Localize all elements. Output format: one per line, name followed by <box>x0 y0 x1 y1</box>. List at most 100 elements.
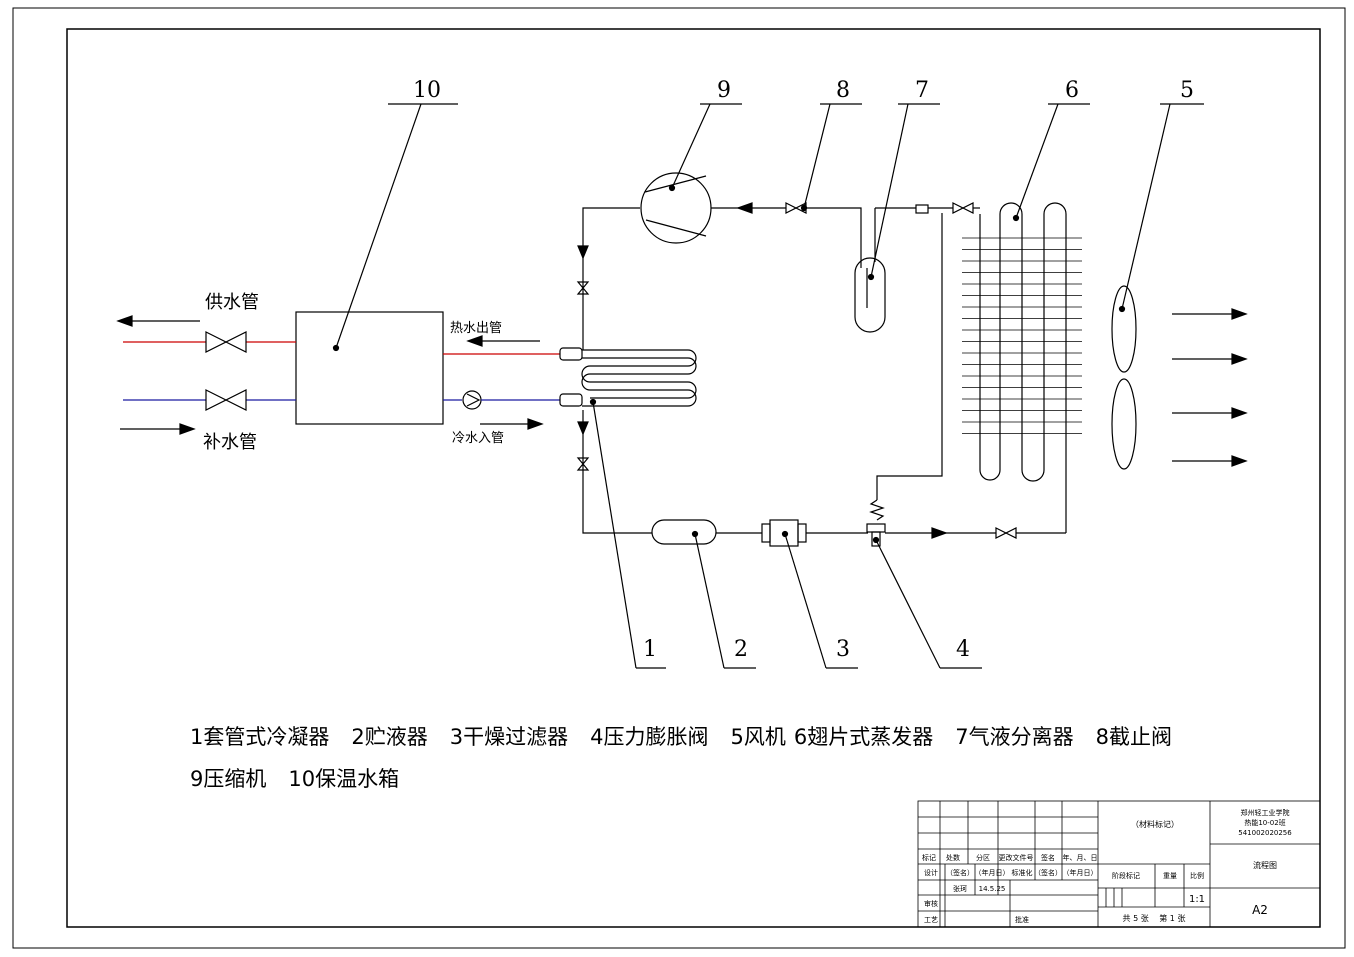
air-arrow-1-icon <box>1231 308 1248 320</box>
title-block: （材料标记） 郑州轻工业学院 热能10-02班 541002020256 流程图… <box>917 800 1321 928</box>
valve-lower-icon <box>576 457 590 471</box>
down-arrow-lower-icon <box>577 421 589 436</box>
leader-5 <box>1121 103 1171 310</box>
separator-icon <box>854 257 886 333</box>
callout-10: 10 <box>413 78 441 103</box>
evaporator-fins <box>962 237 1082 434</box>
class-label: 热能10-02班 <box>1244 818 1285 827</box>
air-arrow-3-icon <box>1231 407 1248 419</box>
leader-3 <box>784 533 827 669</box>
condenser-outlet <box>559 393 583 407</box>
callout-8: 8 <box>836 78 850 103</box>
process-label: 工艺 <box>924 916 938 924</box>
stop-valve-icon <box>785 202 807 214</box>
expansion-valve-icon <box>871 531 881 547</box>
callout-5: 5 <box>1180 78 1194 103</box>
sign-name2-label: （签名） <box>1034 868 1062 877</box>
hot-arrow-icon <box>466 335 483 347</box>
discharge-line <box>582 207 640 350</box>
filter-left-cap <box>761 523 771 543</box>
standard-label: 标准化 <box>1012 868 1033 877</box>
callout-7: 7 <box>915 78 929 103</box>
condenser-coil-a <box>581 349 697 399</box>
col-date: 年、月、日 <box>1063 853 1098 862</box>
cold-arrow-icon <box>527 418 544 430</box>
liquid-arrow-icon <box>931 527 948 539</box>
leader-8 <box>803 103 831 209</box>
legend-item: 1套管式冷凝器 <box>190 725 330 749</box>
material-label: （材料标记） <box>1131 819 1179 829</box>
capillary-icon <box>869 499 885 521</box>
callout-3: 3 <box>836 637 850 662</box>
makeup-valve-icon <box>205 389 247 411</box>
expansion-valve-head <box>866 523 886 533</box>
sensing-line <box>876 213 943 500</box>
legend-item: 7气液分离器 <box>955 725 1074 749</box>
sign-name-label: （签名） <box>946 868 974 877</box>
supply-valve-icon <box>205 331 247 353</box>
col-sign: 签名 <box>1041 853 1055 862</box>
callout-2: 2 <box>734 637 748 662</box>
filter-right-cap <box>797 523 807 543</box>
legend-item: 9压缩机 <box>190 767 267 791</box>
cold-in-label: 冷水入管 <box>452 431 504 446</box>
legend-item: 8截止阀 <box>1095 725 1172 749</box>
col-count: 处数 <box>946 853 960 862</box>
down-arrow-upper-icon <box>577 245 589 260</box>
leader-2 <box>694 533 725 669</box>
leader-7 <box>870 103 909 278</box>
suction-line-b <box>806 207 862 268</box>
evap-valve-icon <box>952 202 974 214</box>
supply-pipe-label: 供水管 <box>205 292 259 313</box>
evaporator-tubes <box>979 202 1067 482</box>
fan-blade-bottom <box>1111 378 1137 470</box>
fan-blade-top <box>1111 285 1137 373</box>
compressor-line-1 <box>644 175 707 193</box>
leader-1 <box>592 401 637 669</box>
valve-upper-icon <box>576 281 590 295</box>
callout-1: 1 <box>643 637 657 662</box>
leader-6 <box>1015 103 1059 219</box>
compressor-line-2 <box>645 219 707 237</box>
leader-4 <box>875 539 941 669</box>
sensor-bulb-icon <box>915 204 929 214</box>
condenser-inlet <box>559 347 583 361</box>
approve-label: 批准 <box>1015 915 1029 924</box>
col-mark: 标记 <box>922 853 936 862</box>
review-label: 审核 <box>924 899 938 908</box>
ymd-label: （年月日） <box>975 868 1010 877</box>
leader-10 <box>335 103 422 349</box>
legend-item: 6翅片式蒸发器 <box>793 725 934 749</box>
makeup-arrow-icon <box>179 423 196 435</box>
air-arrow-4-icon <box>1231 455 1248 467</box>
leader-9 <box>671 103 711 189</box>
suction-arrow-icon <box>736 202 753 214</box>
makeup-pipe-label: 补水管 <box>203 432 257 453</box>
inner-border <box>66 28 1321 928</box>
student-no-label: 541002020256 <box>1238 829 1292 837</box>
receiver-icon <box>651 519 717 545</box>
col-zone: 分区 <box>976 853 990 862</box>
callout-4: 4 <box>956 637 970 662</box>
size-label: A2 <box>1252 903 1268 917</box>
legend-item: 5风机 <box>730 725 786 749</box>
legend-item: 4压力膨胀阀 <box>590 725 709 749</box>
supply-arrow-icon <box>116 315 133 327</box>
liquid-line-a <box>582 410 652 534</box>
ymd2-label: （年月日） <box>1063 868 1098 877</box>
col-doc: 更改文件号 <box>999 853 1034 862</box>
date-value: 14.5.25 <box>979 885 1006 893</box>
condenser-coil-b <box>581 357 697 407</box>
sheets-label: 共 5 张 第 1 张 <box>1123 913 1186 923</box>
school-label: 郑州轻工业学院 <box>1241 808 1290 817</box>
legend-item: 10保温水箱 <box>288 767 400 791</box>
design-label: 设计 <box>924 868 938 877</box>
ratio-label: 比例 <box>1190 871 1204 880</box>
scale-label: 1:1 <box>1189 894 1205 905</box>
hot-out-label: 热水出管 <box>450 321 502 336</box>
pump-arrow-icon <box>466 393 481 407</box>
outer-border <box>12 7 1346 949</box>
drawing-name-label: 流程图 <box>1253 860 1277 870</box>
